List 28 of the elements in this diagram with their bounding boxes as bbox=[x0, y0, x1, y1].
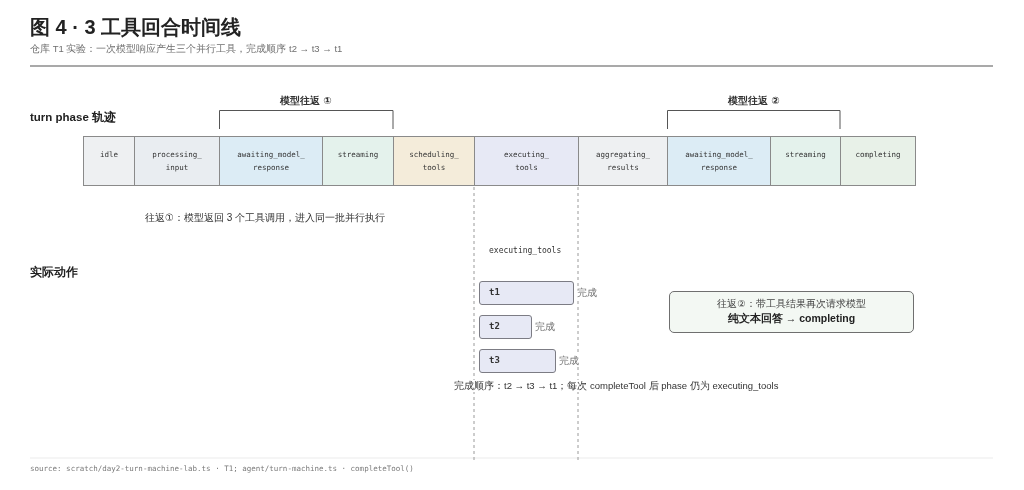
round-note: 往返①：模型返回 3 个工具调用，进入同一批并行执行 bbox=[145, 211, 386, 224]
note-summary: 纯文本回答 → completing bbox=[726, 311, 857, 326]
status-label: 完成 bbox=[534, 321, 556, 333]
status-label: 完成 bbox=[558, 355, 580, 367]
phase-segment bbox=[578, 136, 668, 186]
figure-subtitle: 仓库 T1 实验：一次模型响应产生三个并行工具，完成顺序 t2 → t3 → t1 bbox=[30, 43, 343, 55]
phase-segment bbox=[840, 136, 916, 186]
note-box bbox=[669, 291, 914, 333]
phase-segment bbox=[83, 136, 135, 186]
tool-box: t2 bbox=[479, 315, 532, 339]
phase-segment bbox=[322, 136, 394, 186]
status-label: 完成 bbox=[576, 287, 598, 299]
phase-segment bbox=[393, 136, 475, 186]
phase-segment bbox=[134, 136, 220, 186]
section-heading: 实际动作 bbox=[30, 265, 78, 279]
figure-title: 图 4 · 3 工具回合时间线 bbox=[30, 15, 242, 39]
phase-segment bbox=[770, 136, 841, 186]
phase-segment bbox=[219, 136, 323, 186]
footnote: 完成顺序：t2 → t3 → t1；每次 completeTool 后 phase 仍为 executing_tools bbox=[454, 380, 779, 392]
bracket-label: 模型往返 ① bbox=[280, 95, 332, 107]
phase-segment bbox=[474, 136, 579, 186]
note-text: 往返②：带工具结果再次请求模型 bbox=[716, 297, 867, 311]
tool-box: t1 bbox=[479, 281, 574, 305]
lane-label: executing_tools bbox=[489, 245, 562, 256]
phase-segment bbox=[667, 136, 771, 186]
track-heading: turn phase 轨迹 bbox=[30, 110, 116, 124]
bracket-label: 模型往返 ② bbox=[728, 95, 780, 107]
tool-box: t3 bbox=[479, 349, 556, 373]
